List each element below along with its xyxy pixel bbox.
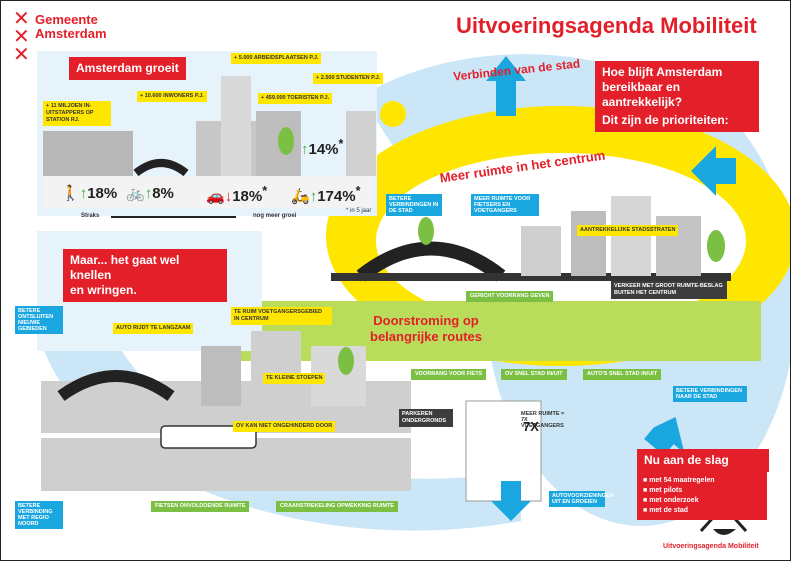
problem-tag: Te ruim voetgangersgebied in centrum xyxy=(231,307,332,325)
tree-icon xyxy=(418,217,434,245)
growth-tag: + 459.000 toeristen P.J. xyxy=(258,93,333,104)
scooter-icon: 🛵 xyxy=(291,188,310,205)
problem-tag: Betere verbinding met regio noord xyxy=(15,501,63,529)
arrow-down-icon: ↓ xyxy=(224,188,233,205)
section-action: Nu aan de slag xyxy=(637,449,769,472)
action-list: ■ met 54 maatregelen ■ met pilots ■ met … xyxy=(637,472,767,520)
question-box: Hoe blijft Amsterdam bereikbaar en aantr… xyxy=(595,61,759,132)
footer-title: Uitvoeringsagenda Mobiliteit xyxy=(663,543,759,550)
action-item: ■ met pilots xyxy=(643,487,683,494)
problem-line-1: Maar... het gaat wel knellen xyxy=(70,253,180,282)
flow-line-2: belangrijke routes xyxy=(370,329,482,344)
problem-tag: OV kan niet ongehinderd door xyxy=(233,421,336,432)
house-5 xyxy=(201,346,241,406)
station-building xyxy=(43,131,133,176)
arrow-down-right-icon xyxy=(644,417,685,456)
page-title: Uitvoeringsagenda Mobiliteit xyxy=(456,13,757,38)
section-problem: Maar... het gaat wel knellen en wringen. xyxy=(63,249,227,302)
tree-icon xyxy=(707,230,725,262)
arrow-up-icon: ↑ xyxy=(301,141,309,158)
problem-tag: Auto rijdt te langzaam xyxy=(113,323,194,334)
flow-tag: OV snel stad in/uit xyxy=(501,369,567,380)
section-growth: Amsterdam groeit xyxy=(69,57,186,80)
center-tag: Aantrekkelijke stadsstraten xyxy=(577,225,679,236)
tree-icon xyxy=(338,347,354,375)
stat-transit: 🛵↑174%* xyxy=(291,184,361,205)
flow-tag: Autovoorzieningen uit en groeien xyxy=(549,491,614,507)
center-tag: Gericht voorrang geven xyxy=(466,291,554,302)
house-6 xyxy=(251,331,301,406)
soil-icon xyxy=(713,529,736,535)
arrow-up-icon: ↑ xyxy=(79,185,88,202)
house-1 xyxy=(521,226,561,276)
tower xyxy=(221,76,251,176)
problem-line-2: en wringen. xyxy=(70,283,137,297)
stat-scooter: ↑14%* xyxy=(301,137,344,158)
arrow-down-icon xyxy=(491,481,531,521)
flow-tag: Auto's snel stad in/uit xyxy=(583,369,662,380)
walk-icon: 🚶 xyxy=(61,185,80,202)
question-line-1: Hoe blijft Amsterdam xyxy=(602,65,723,79)
flow-tag: Meer ruimte = 7x voetgangers xyxy=(521,411,565,429)
car-icon: 🚗 xyxy=(206,188,225,205)
center-tag: Betere verbindingen in de stad xyxy=(386,194,442,216)
action-item: ■ met 54 maatregelen xyxy=(643,477,715,484)
flow-multiplier: 7X xyxy=(523,419,539,434)
tree-icon xyxy=(278,127,294,155)
house-3 xyxy=(611,196,651,276)
bridge-left xyxy=(57,370,175,401)
logo-cross-icon: ✕ xyxy=(13,6,30,30)
arrow-up-icon xyxy=(486,56,526,116)
action-item: ■ met onderzoek xyxy=(643,497,699,504)
growth-tag: + 11 miljoen in-uitstappers op station R… xyxy=(43,101,111,126)
timeline-start: Straks xyxy=(81,213,100,219)
center-tag: Verkeer met groot ruimte-beslag buiten h… xyxy=(611,281,727,299)
stat-car: 🚗↓18%* xyxy=(206,184,268,205)
timeline-arrow xyxy=(111,216,236,218)
growth-tag: + 10.600 inwoners P.J. xyxy=(137,91,207,102)
house-2 xyxy=(571,211,606,276)
logo-cross-icon: ✕ xyxy=(13,42,30,66)
sun-icon xyxy=(380,101,406,127)
timeline-end: nog meer groei xyxy=(253,213,297,219)
logo-cross-icon: ✕ xyxy=(13,24,30,48)
flow-tag: Parkeren ondergronds xyxy=(399,409,453,427)
stats-footnote: * in 5 jaar xyxy=(346,208,372,214)
flow-tag: Betere verbindingen naar de stad xyxy=(673,386,747,402)
brand-line-2: Amsterdam xyxy=(35,26,107,41)
brand-line-1: Gemeente xyxy=(35,12,98,27)
stats-strip xyxy=(43,176,373,208)
arrow-up-icon: ↑ xyxy=(309,188,318,205)
question-line-3: Dit zijn de prioriteiten: xyxy=(602,113,729,127)
arrow-up-icon: ↑ xyxy=(144,185,153,202)
problem-tag: Betere ontsluiten nieuwe gebieden xyxy=(15,306,63,334)
bridge-top xyxy=(133,159,189,177)
center-tag: Meer ruimte voor fietsers en voetgangers xyxy=(471,194,539,216)
section-flow: Doorstroming op belangrijke routes xyxy=(356,313,496,345)
question-line-2: bereikbaar en aantrekkelijk? xyxy=(602,80,683,109)
tram xyxy=(160,425,257,449)
problem-tag: Craanstrekeling opwekking ruimte xyxy=(276,501,398,512)
stat-walk: 🚶↑18% xyxy=(61,185,118,202)
growth-tag: + 5.000 arbeidsplaatsen P.J. xyxy=(231,53,322,64)
building-c xyxy=(346,111,376,176)
bike-icon: 🚲 xyxy=(126,185,145,202)
growth-tag: + 2.500 studenten P.J. xyxy=(313,73,384,84)
street-center xyxy=(331,273,731,281)
arrow-right-icon xyxy=(691,146,736,196)
flow-line-1: Doorstroming op xyxy=(373,313,479,328)
flow-tag: Voorrang voor fiets xyxy=(411,369,487,380)
problem-tag: Fietsen onvoldoende ruimte xyxy=(151,501,250,512)
stat-bike: 🚲↑8% xyxy=(126,185,174,202)
bridge-center xyxy=(356,241,506,282)
problem-tag: Te kleine stoepen xyxy=(263,373,326,384)
action-item: ■ met de stad xyxy=(643,507,689,514)
